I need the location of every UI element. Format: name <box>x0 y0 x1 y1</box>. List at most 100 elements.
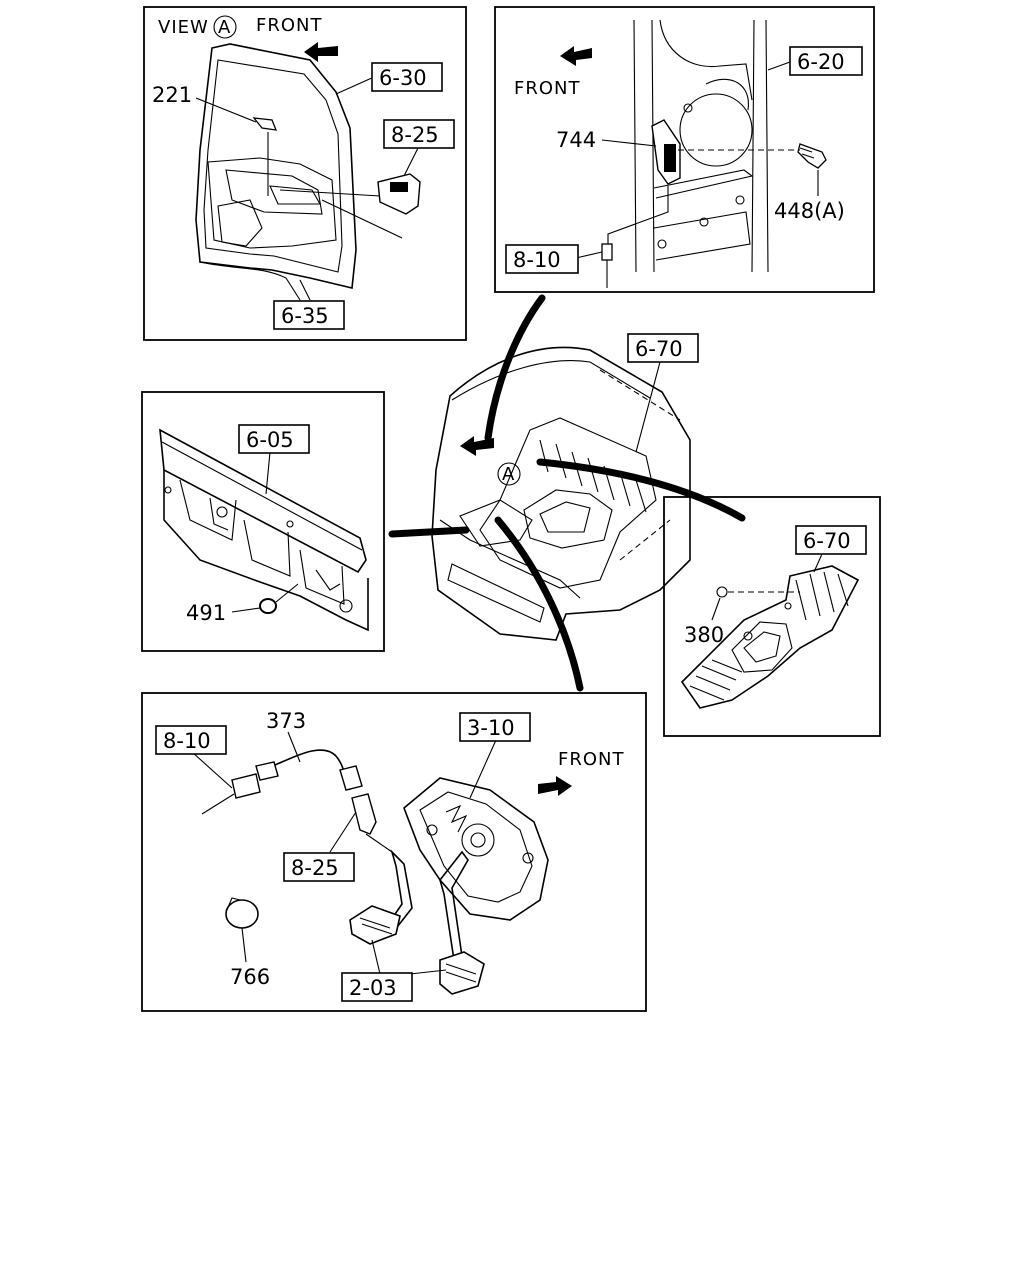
label-6-70-floor: 6-70 <box>803 529 851 553</box>
switch-8-25-link2 <box>321 199 403 239</box>
pedal-bracket-hub <box>461 823 495 857</box>
box-2-03 <box>341 972 413 1002</box>
harness-373-connector-a <box>255 761 279 781</box>
pedal-bracket-hub-inner <box>470 832 486 848</box>
leader-3-10 <box>469 739 497 799</box>
door-armrest <box>217 199 263 247</box>
label-6-30: 6-30 <box>379 66 427 90</box>
leader-2-03b <box>409 969 447 975</box>
view-a-panel: VIEW A FRONT 221 6-30 8-25 6-35 <box>152 15 455 330</box>
grommet-491-icon <box>259 598 277 614</box>
door-inner-curve <box>705 78 749 111</box>
label-3-10: 3-10 <box>467 716 515 740</box>
door-pillar-left <box>633 19 637 273</box>
door-handle <box>225 169 323 215</box>
leader-6-70-cab <box>635 361 661 453</box>
floor-tunnel-inner <box>743 631 781 663</box>
dash-inner-2 <box>243 519 291 577</box>
dash-inner-1 <box>179 479 237 541</box>
label-373: 373 <box>266 709 306 733</box>
cab-view-a-marker-icon <box>497 462 521 486</box>
cab-drawing: A 6-70 <box>431 333 699 641</box>
switch-8-25-pedal <box>351 793 377 835</box>
cab-tunnel-inner <box>539 501 591 533</box>
box-3-10 <box>459 712 531 742</box>
clamp-766-tab <box>225 897 241 913</box>
door-frame-inner <box>203 59 343 273</box>
cowl-ridge <box>161 441 363 551</box>
floor-front-ribs <box>689 659 743 701</box>
part-221-leader <box>195 97 257 123</box>
leader-2-03 <box>371 939 381 975</box>
view-a-view-prefix: VIEW <box>158 17 209 38</box>
label-2-03: 2-03 <box>349 976 397 1000</box>
label-8-25: 8-25 <box>391 123 439 147</box>
door-hole-3 <box>657 239 667 249</box>
cab-grille <box>447 563 545 623</box>
cab-floor-rear <box>599 369 681 421</box>
door-hole-4 <box>735 195 745 205</box>
label-766: 766 <box>230 965 270 989</box>
connector-8-10-pedal <box>231 773 261 799</box>
lower-door-panel: FRONT 744 448(A) 6-20 8- <box>505 19 863 288</box>
door-pillar-right <box>751 19 755 273</box>
brake-pedal-pad <box>439 951 485 995</box>
floor-tunnel <box>731 621 793 673</box>
floor-hole-1 <box>784 602 792 610</box>
connector-8-10-tail <box>201 793 235 815</box>
floor-ribs <box>795 571 849 621</box>
door-cross-member <box>653 169 754 199</box>
label-221: 221 <box>152 83 192 107</box>
cab-outline <box>431 346 691 641</box>
dash-panel: 491 6-05 <box>159 424 369 632</box>
leader-8-25-pedal <box>329 811 357 853</box>
leader-6-30 <box>335 76 375 95</box>
brake-pedal-arm <box>439 850 469 962</box>
switch-8-25-link <box>365 833 393 853</box>
box-8-10-top <box>505 244 579 274</box>
box-6-20 <box>789 46 863 76</box>
cab-windshield <box>451 360 651 401</box>
floor-panel: 380 6-70 <box>680 525 867 709</box>
dash-hole-4 <box>164 486 172 494</box>
part-380-icon <box>716 586 728 598</box>
lower-door-front-arrow-icon <box>560 46 592 66</box>
view-a-circle-icon <box>213 15 237 39</box>
label-6-05: 6-05 <box>246 428 294 452</box>
label-8-10-top: 8-10 <box>513 248 561 272</box>
switch-8-25-link <box>279 189 381 197</box>
pedal-bracket-bolt-1 <box>522 852 534 864</box>
label-6-70-cab: 6-70 <box>635 337 683 361</box>
label-8-10-pedal: 8-10 <box>163 729 211 753</box>
dash-inner-3 <box>299 549 345 605</box>
leader-6-05 <box>265 451 271 495</box>
cab-floor-rear2 <box>619 519 671 561</box>
clutch-pedal-pad-lines <box>359 917 393 935</box>
connector-line-left <box>388 526 470 538</box>
part-744-body <box>664 144 676 172</box>
lower-door-front-label: FRONT <box>514 78 581 99</box>
part-221-shape <box>252 117 278 131</box>
box-6-35 <box>273 300 345 330</box>
box-6-05 <box>238 424 310 454</box>
door-hole-1 <box>683 103 693 113</box>
dash-inner-5 <box>315 569 341 591</box>
part-744-leader <box>601 139 657 147</box>
switch-8-25-shape <box>377 173 421 215</box>
clutch-pedal-pad <box>349 905 401 945</box>
switch-8-25-button <box>390 182 408 192</box>
floor-hole-2 <box>743 631 753 641</box>
cab-floor-rails <box>479 417 657 589</box>
view-a-letter: A <box>218 17 231 38</box>
cowl-top <box>159 428 367 574</box>
box-8-25 <box>383 119 455 149</box>
dash-hole-3 <box>286 520 294 528</box>
cab-dash-area <box>459 499 533 547</box>
door-hole-2 <box>699 217 709 227</box>
grommet-491-leader <box>231 607 261 613</box>
label-6-20: 6-20 <box>797 50 845 74</box>
box-8-25-pedal <box>283 852 355 882</box>
pedal-panel: FRONT 373 <box>155 709 624 1002</box>
label-8-25-pedal: 8-25 <box>291 856 339 880</box>
